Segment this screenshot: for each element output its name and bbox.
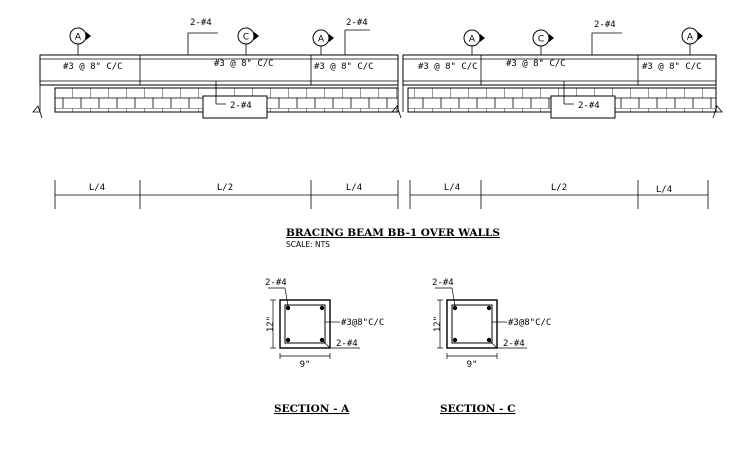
section-a-stirrup: #3@8"C/C	[341, 318, 384, 328]
top-bar-label: 2-#4	[346, 18, 368, 28]
section-mark: A	[69, 27, 91, 55]
section-c-title: SECTION - C	[440, 403, 515, 415]
section-a-width: 9"	[300, 360, 311, 370]
section-mark: A	[681, 27, 703, 55]
section-mark: C	[237, 27, 259, 55]
stirrup-label: #3 @ 8" C/C	[214, 59, 274, 69]
section-a-title: SECTION - A	[274, 403, 350, 415]
bottom-bar-callout-left	[202, 95, 268, 119]
drawing-title: BRACING BEAM BB-1 OVER WALLS	[286, 227, 500, 239]
dimension-label: L/4	[656, 185, 672, 195]
bottom-bar-callout-right	[550, 95, 616, 119]
section-c-bottom-bars: 2-#4	[503, 339, 525, 349]
stirrup-label: #3 @ 8" C/C	[418, 62, 478, 72]
dimension-string: L/4 L/2 L/4 L/4 L/2 L/4	[54, 180, 709, 209]
top-bar-label: 2-#4	[190, 18, 212, 28]
section-c-stirrup: #3@8"C/C	[508, 318, 551, 328]
beam-right	[402, 54, 717, 86]
dimension-label: L/2	[551, 183, 567, 193]
top-bar-label: 2-#4	[594, 20, 616, 30]
section-mark: A	[312, 29, 334, 55]
section-mark: A	[463, 29, 485, 55]
scale-note: SCALE: NTS	[286, 240, 330, 249]
stirrup-label: #3 @ 8" C/C	[63, 62, 123, 72]
stirrup-label: #3 @ 8" C/C	[642, 62, 702, 72]
section-c-detail: 2-#4 #3@8"C/C 2-#4 12" 9"	[432, 278, 551, 370]
svg-text:C: C	[243, 33, 249, 43]
section-c-width: 9"	[467, 360, 478, 370]
svg-text:A: A	[687, 33, 694, 43]
section-a-detail: 2-#4 #3@8"C/C 2-#4 12" 9"	[265, 278, 384, 370]
section-a-depth: 12"	[266, 316, 276, 332]
bottom-bar-label: 2-#4	[230, 101, 252, 111]
beam-elevation: 2-#4 2-#4 2-#4 2-#4 2-#4 #3 @ 8" C/C #3 …	[32, 18, 723, 119]
section-c-top-bars: 2-#4	[432, 278, 454, 288]
section-c-depth: 12"	[433, 316, 443, 332]
section-a-bottom-bars: 2-#4	[336, 339, 358, 349]
section-mark: C	[532, 29, 554, 55]
section-a-top-bars: 2-#4	[265, 278, 287, 288]
svg-text:A: A	[318, 35, 325, 45]
dimension-label: L/4	[444, 183, 460, 193]
beam-left	[39, 54, 399, 86]
svg-text:A: A	[469, 35, 476, 45]
bottom-bar-label: 2-#4	[578, 101, 600, 111]
stirrup-label: #3 @ 8" C/C	[314, 62, 374, 72]
svg-text:A: A	[75, 33, 82, 43]
stirrup-label: #3 @ 8" C/C	[506, 59, 566, 69]
svg-text:C: C	[538, 35, 544, 45]
dimension-label: L/4	[89, 183, 105, 193]
dimension-label: L/2	[217, 183, 233, 193]
dimension-label: L/4	[346, 183, 362, 193]
